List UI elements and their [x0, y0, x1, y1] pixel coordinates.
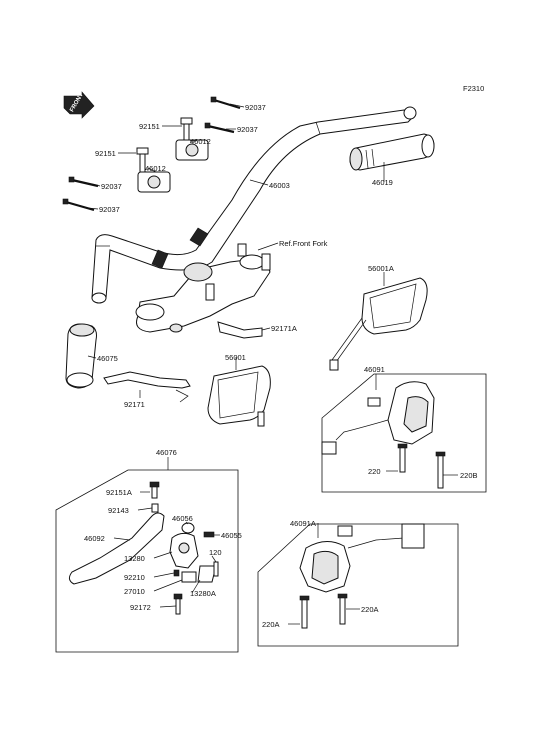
- label-46012-a: 46012: [190, 137, 211, 146]
- label-46076: 46076: [156, 448, 177, 457]
- left-switch-group-box: [257, 523, 459, 647]
- label-92151-b: 92151: [95, 149, 116, 158]
- front-direction-badge: FRONT: [63, 91, 95, 119]
- handlebar-right-end: [403, 106, 417, 120]
- label-46055: 46055: [221, 531, 242, 540]
- switch-27010: [181, 571, 197, 583]
- label-46091A: 46091A: [290, 519, 316, 528]
- label-220: 220: [368, 467, 381, 476]
- label-46003: 46003: [269, 181, 290, 190]
- lever-holder: [169, 532, 199, 569]
- label-46075: 46075: [97, 354, 118, 363]
- brake-lever: [68, 512, 165, 585]
- label-27010: 27010: [124, 587, 145, 596]
- label-56001A: 56001A: [368, 264, 394, 273]
- label-46019: 46019: [372, 178, 393, 187]
- right-switch-group-box: [321, 373, 487, 493]
- front-arrow-icon: [63, 91, 95, 119]
- label-46012-b: 46012: [145, 164, 166, 173]
- cable-tie-4: [62, 198, 95, 212]
- label-46091: 46091: [364, 365, 385, 374]
- part-46056: [181, 522, 195, 534]
- clamp-13280A: [197, 565, 217, 583]
- label-92210: 92210: [124, 573, 145, 582]
- figure-code: F2310: [463, 84, 484, 93]
- label-13280: 13280: [124, 554, 145, 563]
- bolt-92151A: [149, 481, 160, 499]
- handlebar-holder-lower: [136, 147, 171, 193]
- label-ref-front-fork: Ref.Front Fork: [279, 239, 328, 248]
- label-92037-a: 92037: [245, 103, 266, 112]
- screw-220A-1: [299, 595, 310, 629]
- right-switch-housing: [321, 381, 435, 455]
- label-92143: 92143: [108, 506, 129, 515]
- collar-92143: [151, 503, 159, 513]
- upper-fork-clamp: [135, 243, 271, 333]
- cable-tie-2: [204, 122, 235, 134]
- left-grip: [65, 323, 97, 389]
- label-120: 120: [209, 548, 222, 557]
- cable-tie-1: [210, 96, 241, 110]
- label-56001: 56001: [225, 353, 246, 362]
- label-92037-d: 92037: [99, 205, 120, 214]
- label-46092: 46092: [84, 534, 105, 543]
- label-46056: 46056: [172, 514, 193, 523]
- screw-120: [213, 561, 219, 577]
- handlebar-left-end: [91, 292, 107, 304]
- right-grip: [349, 133, 435, 171]
- bracket-92171: [103, 371, 191, 403]
- label-92171: 92171: [124, 400, 145, 409]
- screw-46055: [203, 531, 215, 538]
- label-220A-2: 220A: [361, 605, 379, 614]
- label-92037-c: 92037: [101, 182, 122, 191]
- screw-220A-2: [337, 593, 348, 625]
- handlebar: [91, 106, 417, 304]
- bracket-92171A: [217, 321, 263, 339]
- handlebar-holder-upper: [175, 117, 209, 161]
- screw-220B: [435, 451, 446, 489]
- label-92037-b: 92037: [237, 125, 258, 134]
- cable-tie-3: [68, 176, 99, 188]
- bolt-92172: [173, 593, 183, 615]
- part-labels: 92037 92037 92151 46012 92151 46012 9203…: [84, 103, 478, 629]
- label-220A-1: 220A: [262, 620, 280, 629]
- label-92172: 92172: [130, 603, 151, 612]
- label-220B: 220B: [460, 471, 478, 480]
- handlebar-tube: [91, 109, 415, 299]
- screw-220: [397, 443, 408, 473]
- label-13280A: 13280A: [190, 589, 216, 598]
- brake-lever-group-box: [55, 469, 239, 653]
- spring-92210: [173, 569, 180, 577]
- knurl-right: [189, 227, 209, 247]
- label-92151-a: 92151: [139, 122, 160, 131]
- mirror-left: [207, 365, 271, 427]
- label-92151A: 92151A: [106, 488, 132, 497]
- mirror-right: [329, 277, 428, 371]
- knurl-left: [151, 249, 169, 269]
- label-92171A: 92171A: [271, 324, 297, 333]
- left-switch-housing: [299, 523, 425, 593]
- leader-lines: [87, 103, 458, 625]
